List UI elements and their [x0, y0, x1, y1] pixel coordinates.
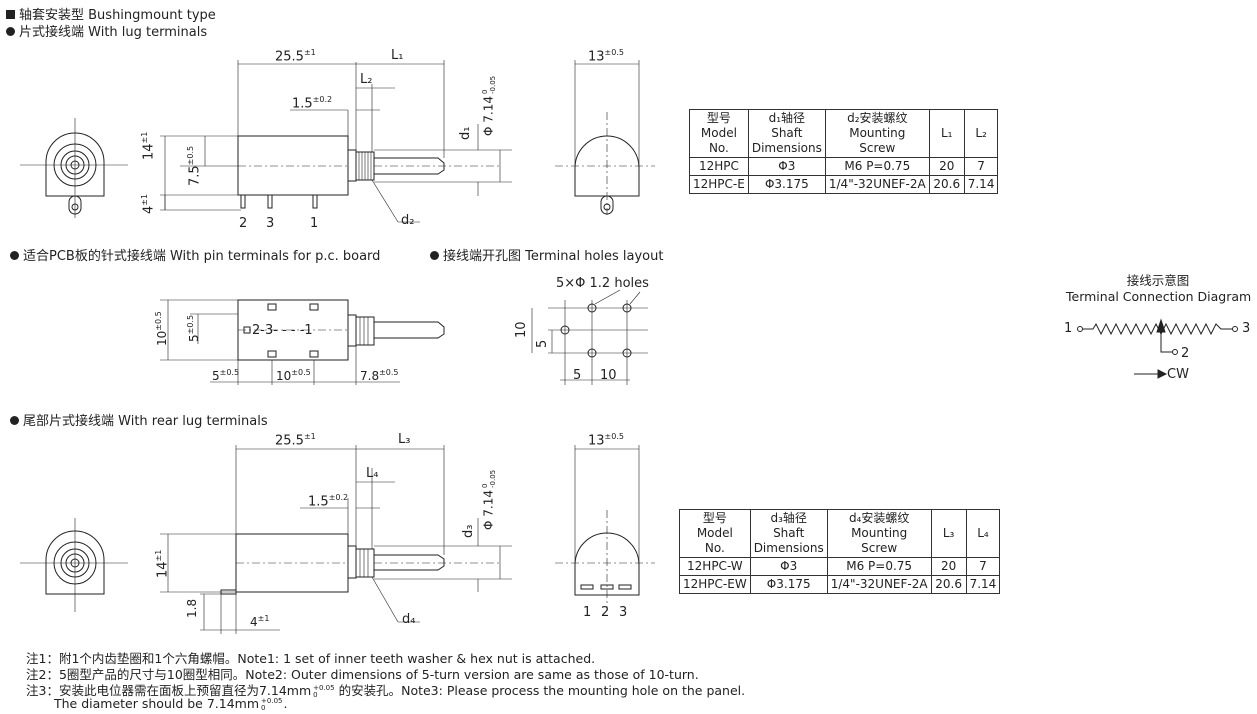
- conn-terminal-3: 3: [1242, 321, 1251, 336]
- dim-step-rear: 1.5±0.2: [308, 493, 349, 510]
- t1-h-L1: L₁: [928, 109, 965, 158]
- dim-4-rear: 4±1: [250, 614, 270, 629]
- dim-height-rear: 14±1: [154, 549, 171, 578]
- holes-label: 5×Φ 1.2 holes: [556, 276, 649, 291]
- top-view-lug: [160, 60, 512, 223]
- terminal-holes-layout: [531, 289, 648, 385]
- dim-L3: L₃: [398, 432, 411, 447]
- dim-bottom-top: 4±1: [140, 193, 157, 214]
- header-pin-terminals: 适合PCB板的针式接线端 With pin terminals for p.c.…: [10, 245, 380, 264]
- front-view-lug: [20, 118, 128, 218]
- dim-L2: L₂: [360, 72, 373, 87]
- conn-terminal-1: 1: [1064, 321, 1073, 336]
- dim-length-rear: 25.5±1: [275, 432, 316, 449]
- bullet-icon: [10, 416, 19, 425]
- t2-h-L4: L₄: [965, 509, 1001, 558]
- dim-pcb-a: 5±0.5: [212, 368, 240, 383]
- dim-dia-rear: Φ 7.140-0.05: [481, 469, 497, 530]
- dim-d1: d₁: [458, 126, 473, 140]
- dim-pcb-half: 5±0.5: [186, 314, 201, 342]
- dim-d4: d₄: [402, 612, 416, 627]
- dim-pcb-b: 10±0.5: [276, 368, 311, 383]
- note-2: 注2：5圈型产品的尺寸与10圈型相同。Note2: Outer dimensio…: [26, 667, 699, 682]
- rear-pin-2: 2: [601, 605, 610, 620]
- dim-1-8: 1.8: [185, 598, 199, 618]
- dim-dia-top: Φ 7.140-0.05: [481, 75, 497, 136]
- dim-center-top: 7.5±0.5: [186, 145, 203, 186]
- bullet-icon: [430, 251, 439, 260]
- header-rear-lug: 尾部片式接线端 With rear lug terminals: [10, 410, 268, 429]
- dim-holes-5v: 5: [535, 339, 550, 348]
- rear-pin-3: 3: [619, 605, 628, 620]
- header-bushing-mount: 轴套安装型 Bushingmount type: [6, 4, 216, 23]
- dim-side-width-top: 13±0.5: [588, 48, 624, 65]
- header-terminal-holes: 接线端开孔图 Terminal holes layout: [430, 245, 663, 264]
- rear-side-view: [555, 445, 655, 608]
- bullet-icon: [10, 251, 19, 260]
- pcb-pin-label: 2-3- - - -1: [252, 323, 313, 338]
- rear-top-view: [160, 445, 512, 634]
- dim-pcb-height: 10±0.5: [154, 311, 169, 346]
- dim-holes-10v: 10: [514, 321, 529, 338]
- pcb-top-view: [160, 299, 445, 385]
- pin-label-2: 2: [239, 216, 248, 231]
- square-bullet-icon: [6, 10, 15, 19]
- t2-h-L3: L₃: [930, 509, 967, 558]
- conn-cw: CW: [1167, 367, 1189, 382]
- dim-L4: L₄: [366, 466, 379, 481]
- dim-d2: d₂: [401, 213, 415, 228]
- dim-holes-5h: 5: [573, 368, 582, 383]
- dim-step-top: 1.5±0.2: [292, 95, 333, 112]
- dim-d3: d₃: [461, 524, 476, 538]
- dim-L1: L₁: [391, 48, 404, 63]
- front-view-rear: [20, 518, 128, 612]
- dim-pcb-c: 7.8±0.5: [360, 368, 399, 383]
- bullet-icon: [6, 27, 15, 36]
- pin-label-1: 1: [310, 216, 319, 231]
- header-lug-terminals: 片式接线端 With lug terminals: [6, 21, 207, 40]
- pin-label-3: 3: [266, 216, 275, 231]
- connection-diagram: [1077, 318, 1238, 379]
- conn-terminal-2: 2: [1181, 346, 1190, 361]
- dim-length-top: 25.5±1: [275, 48, 316, 65]
- t1-h-L2: L₂: [963, 109, 999, 158]
- note-1: 注1：附1个内齿垫圈和1个六角螺帽。Note1: 1 set of inner …: [26, 651, 596, 666]
- side-view-lug: [555, 60, 655, 215]
- dim-holes-10h: 10: [600, 368, 617, 383]
- rear-pin-1: 1: [583, 605, 592, 620]
- dim-height-top: 14±1: [140, 131, 157, 160]
- dim-side-width-rear: 13±0.5: [588, 432, 624, 449]
